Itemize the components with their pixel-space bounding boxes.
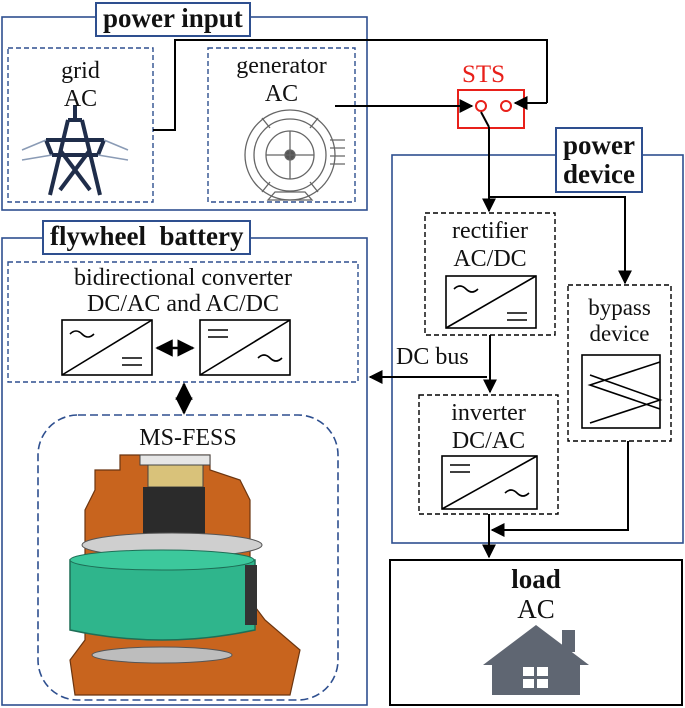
inverter-box xyxy=(418,394,559,515)
rectifier-label: rectifier AC/DC xyxy=(425,218,555,273)
grid-label-line2: AC xyxy=(63,85,98,112)
generator-box xyxy=(207,47,356,203)
bypass-icon xyxy=(581,354,663,429)
acdc-converter-icon xyxy=(199,319,291,376)
power-device-title-line1: power xyxy=(563,130,635,160)
load-label-line1: load xyxy=(511,564,561,594)
power-device-title-line2: device xyxy=(563,159,635,190)
bypass-label-line1: bypass xyxy=(588,295,651,320)
generator-label-line1: generator xyxy=(236,53,327,79)
dcac-converter-icon xyxy=(61,319,153,376)
grid-label-line1: grid xyxy=(61,58,100,84)
output-to-load-lines xyxy=(482,441,629,559)
inverter-icon xyxy=(441,455,538,510)
house-icon xyxy=(483,625,589,695)
generator-label: generator AC xyxy=(208,53,355,108)
bypass-label: bypass device xyxy=(568,295,671,348)
inverter-label-line1: inverter xyxy=(451,400,526,426)
flywheel-battery-title: flywheel battery xyxy=(42,220,252,255)
grid-label: grid AC xyxy=(8,58,153,113)
rectifier-icon xyxy=(445,275,537,329)
power-input-title: power input xyxy=(95,2,251,37)
transmission-tower-icon xyxy=(21,105,129,196)
generator-label-line2: AC xyxy=(264,80,299,107)
sts-label: STS xyxy=(462,61,506,88)
power-device-frame xyxy=(391,154,684,544)
sts-contact-left xyxy=(475,100,487,112)
dc-bus-label: DC bus xyxy=(396,344,469,370)
flywheel-illustration xyxy=(69,454,301,696)
fess-label: MS-FESS xyxy=(139,425,237,451)
power-device-title: power device xyxy=(555,127,643,194)
rectifier-label-line2: AC/DC xyxy=(453,245,527,272)
generator-icon xyxy=(244,109,345,201)
grid-box xyxy=(7,47,154,203)
bypass-label-line2: device xyxy=(589,321,650,347)
rectifier-label-line1: rectifier xyxy=(452,218,528,244)
power-input-frame xyxy=(1,16,368,211)
converter-box xyxy=(7,261,359,383)
converter-label: bidirectional converter DC/AC and AC/DC xyxy=(8,265,358,318)
converter-label-line1: bidirectional converter xyxy=(74,265,292,291)
inverter-label-line2: DC/AC xyxy=(451,427,526,454)
sts-switch-blade xyxy=(480,111,490,128)
load-label: load AC xyxy=(390,564,682,624)
sts-output-lines xyxy=(482,127,632,285)
grid-to-sts-line xyxy=(153,39,548,131)
bypass-box xyxy=(567,284,672,442)
converter-link-arrows xyxy=(155,339,195,415)
fess-box xyxy=(37,414,339,701)
converter-label-line2: DC/AC and AC/DC xyxy=(86,291,280,318)
load-label-line2: AC xyxy=(517,593,555,624)
inverter-label: inverter DC/AC xyxy=(419,400,558,455)
sts-contact-right xyxy=(500,100,512,112)
sts-box xyxy=(457,89,525,129)
